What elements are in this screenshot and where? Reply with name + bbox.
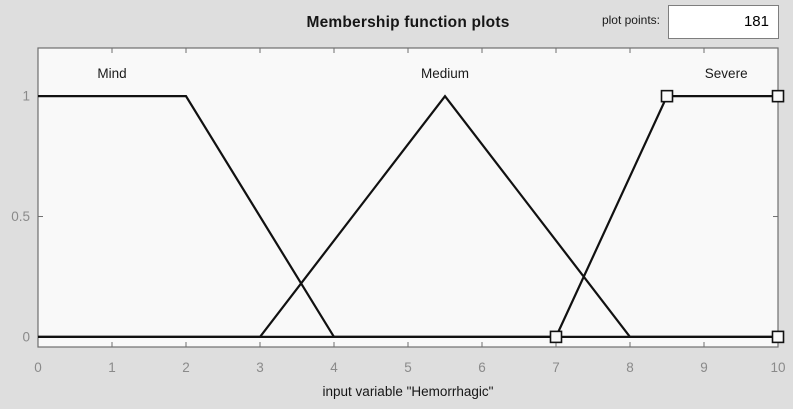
y-tick-label: 1 (22, 89, 30, 104)
mf-marker-severe[interactable] (549, 330, 563, 344)
axis-box (37, 47, 779, 348)
x-tick-label: 1 (108, 360, 116, 375)
x-tick-label: 4 (330, 360, 338, 375)
mf-label-medium: Medium (421, 66, 469, 81)
x-tick-label: 10 (770, 360, 785, 375)
plot-background (38, 48, 778, 347)
x-tick-label: 0 (34, 360, 42, 375)
x-tick-label: 5 (404, 360, 412, 375)
plot-title: Membership function plots (306, 14, 510, 31)
plot-points-label: plot points: (601, 13, 660, 27)
x-tick-label: 3 (256, 360, 264, 375)
x-tick-label: 7 (552, 360, 560, 375)
x-tick-label: 6 (478, 360, 486, 375)
y-tick-label: 0 (22, 329, 30, 344)
x-tick-label: 2 (182, 360, 190, 375)
mf-marker-severe[interactable] (771, 89, 785, 103)
y-tick-label: 0.5 (11, 209, 30, 224)
plot-points-input[interactable]: 181 (668, 5, 779, 39)
x-axis-label: input variable "Hemorrhagic" (322, 384, 494, 399)
mf-label-mind: Mind (97, 66, 126, 81)
mf-marker-severe[interactable] (660, 89, 674, 103)
x-tick-label: 9 (700, 360, 708, 375)
mf-label-severe: Severe (705, 66, 748, 81)
mf-marker-severe[interactable] (771, 330, 785, 344)
mf-curve-severe[interactable] (38, 95, 778, 338)
x-tick-label: 8 (626, 360, 634, 375)
